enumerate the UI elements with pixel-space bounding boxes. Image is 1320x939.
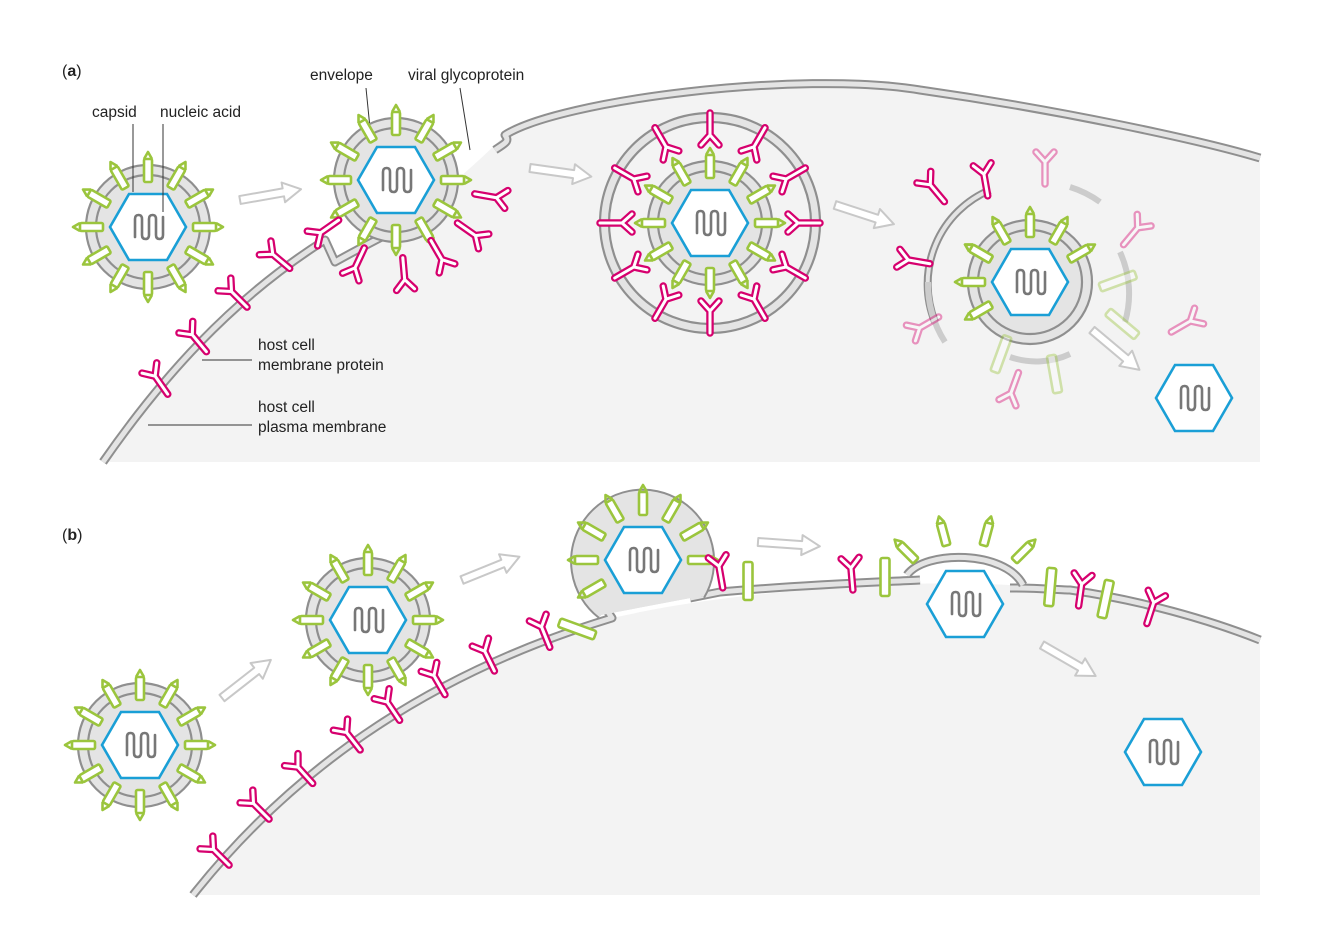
virion-icon — [600, 113, 820, 333]
arrow-icon — [237, 178, 304, 211]
label-host-membrane-protein-2: membrane protein — [258, 357, 384, 374]
label-envelope: envelope — [310, 67, 373, 84]
label-host-membrane-protein-1: host cell — [258, 337, 315, 354]
arrow-icon — [214, 650, 279, 707]
virion-icon — [307, 103, 508, 290]
virion-icon — [566, 483, 754, 619]
label-viral-glycoprotein: viral glycoprotein — [408, 67, 524, 84]
arrow-icon — [457, 546, 525, 591]
label-capsid: capsid — [92, 104, 137, 121]
fusion-site — [890, 514, 1040, 637]
virion-icon — [71, 150, 225, 304]
label-nucleic-acid: nucleic acid — [160, 104, 241, 121]
virion-icon — [63, 668, 217, 822]
callouts-a: capsid nucleic acid envelope viral glyco… — [92, 67, 524, 436]
panel-a-label: (a) — [62, 63, 82, 80]
virion-icon — [897, 152, 1204, 406]
arrow-icon — [756, 531, 822, 558]
label-host-plasma-membrane-1: host cell — [258, 399, 315, 416]
virion-icon — [291, 543, 445, 697]
host-cell-b — [193, 583, 1260, 895]
panel-b-label: (b) — [62, 527, 82, 544]
label-host-plasma-membrane-2: plasma membrane — [258, 419, 386, 436]
